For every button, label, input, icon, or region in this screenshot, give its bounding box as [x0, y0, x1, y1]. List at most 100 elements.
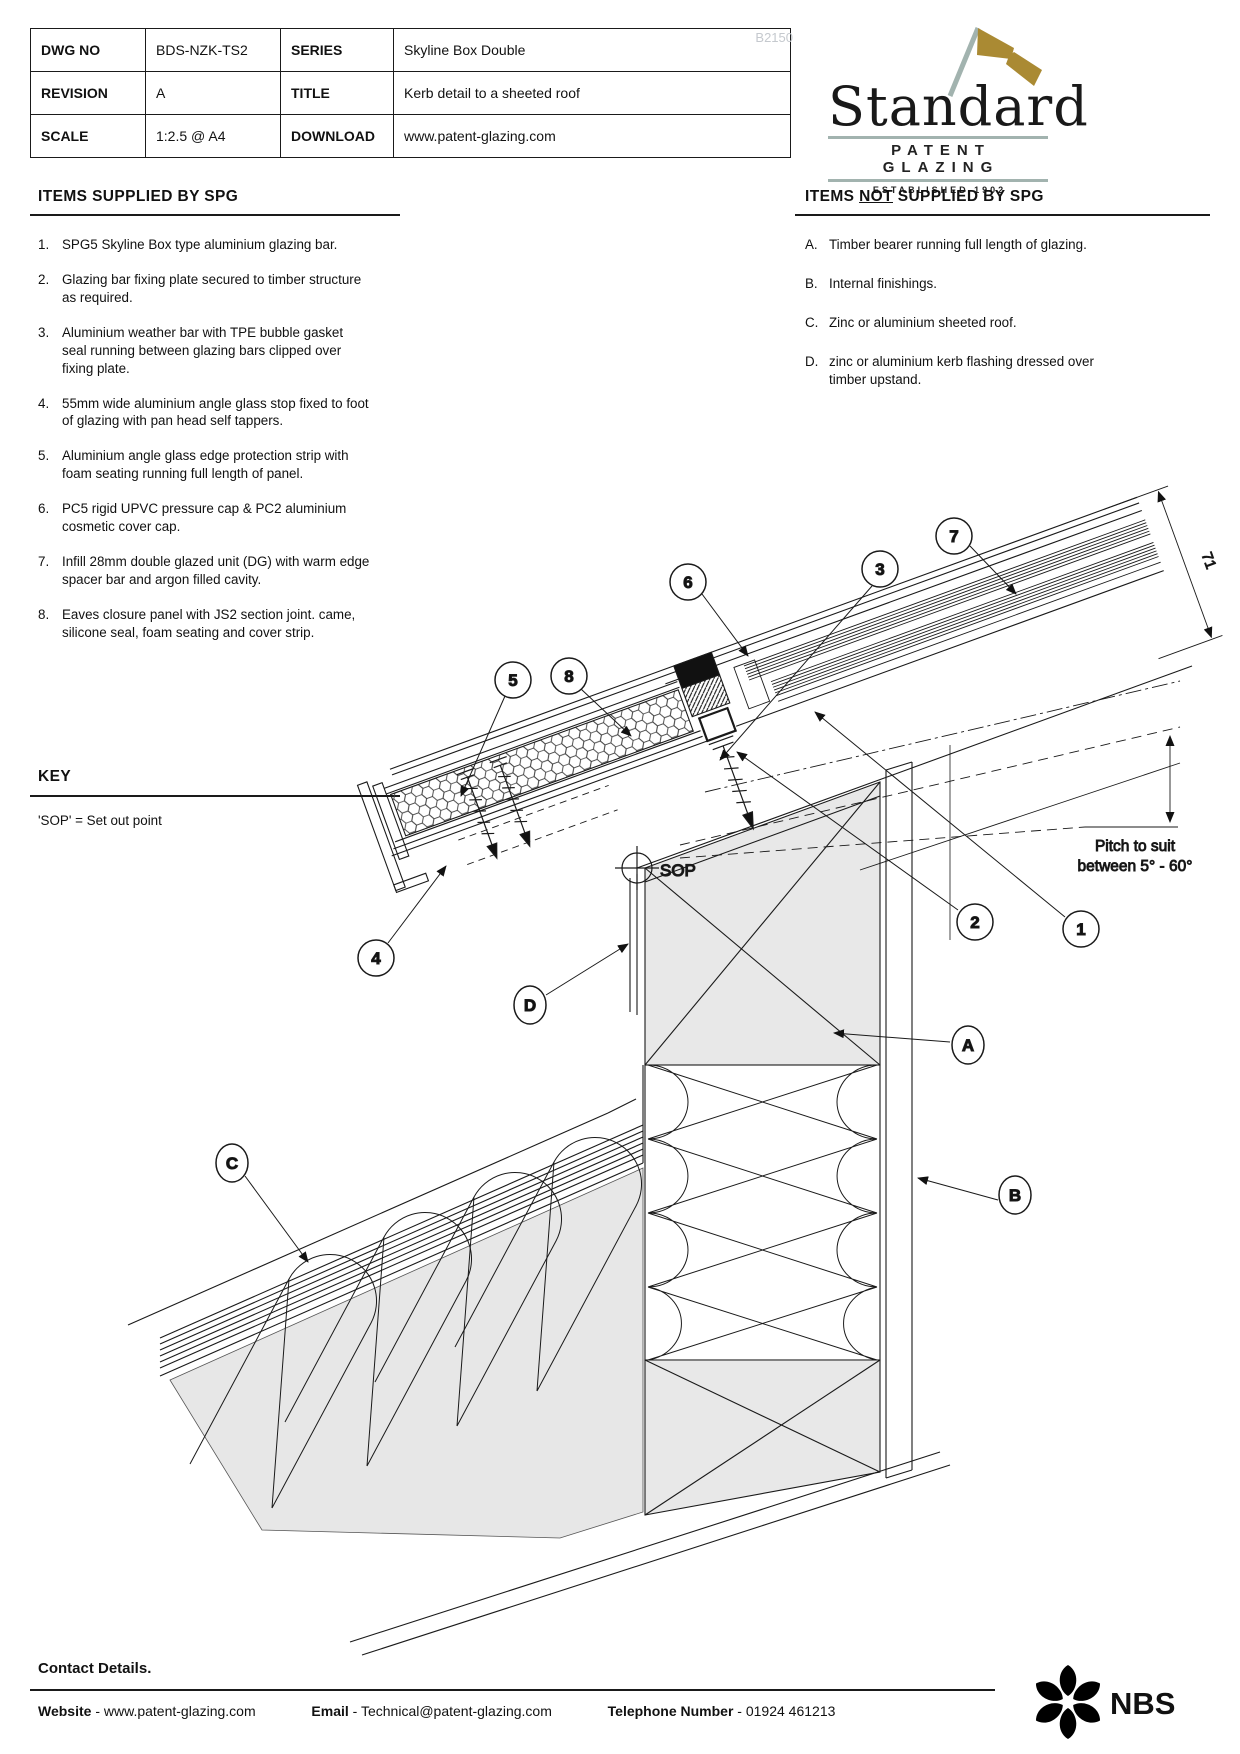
- revision-label: REVISION: [30, 71, 146, 115]
- svg-text:8: 8: [564, 667, 573, 686]
- pitch-centerline: [704, 680, 1181, 793]
- svg-text:A: A: [962, 1036, 974, 1055]
- internal-finish-board: [349, 761, 951, 1656]
- balloon-3: 3: [719, 550, 899, 761]
- scale-value: 1:2.5 @ A4: [145, 114, 281, 158]
- footer-rule: [30, 1689, 995, 1691]
- sheet-watermark: B2150: [755, 30, 793, 45]
- svg-text:4: 4: [371, 949, 381, 968]
- items-not-supplied-title: ITEMS NOT SUPPLIED BY SPG: [805, 188, 1044, 205]
- footer-contact-row: Website - www.patent-glazing.com Email -…: [38, 1703, 836, 1719]
- dimension-71: 71: [1103, 485, 1223, 660]
- website-label: Website: [38, 1703, 92, 1719]
- title-label: TITLE: [280, 71, 394, 115]
- nbs-logo: NBS: [1028, 1660, 1218, 1744]
- list-item: A.Timber bearer running full length of g…: [805, 236, 1087, 252]
- batt-pattern: [647, 1064, 878, 1361]
- timber-kerb: [349, 761, 951, 1656]
- svg-text:6: 6: [683, 573, 692, 592]
- email-link[interactable]: Technical@patent-glazing.com: [360, 1703, 552, 1719]
- sop-label: SOP: [660, 861, 696, 880]
- flag-pole: [947, 27, 981, 97]
- balloon-8: 8: [550, 657, 632, 737]
- pitch-annotation: Pitch to suit between 5° - 60°: [636, 665, 1193, 940]
- balloon-4: 4: [357, 865, 447, 977]
- balloon-5: 5: [460, 661, 532, 797]
- title-value: Kerb detail to a sheeted roof: [393, 71, 791, 115]
- sop-marker: SOP: [615, 846, 697, 890]
- svg-text:7: 7: [949, 527, 958, 546]
- glass-stop-angle: [356, 781, 406, 892]
- logo-wordmark: Standard: [828, 75, 1089, 138]
- insulation-roll-loops: [189, 1136, 643, 1509]
- nbs-flower-icon: [1035, 1665, 1101, 1739]
- kerb-insulation-batt: [644, 1064, 881, 1361]
- svg-text:3: 3: [875, 560, 884, 579]
- nbs-wordmark: NBS: [1110, 1686, 1175, 1721]
- fixing-plate: [697, 706, 738, 743]
- list-item: 2.Glazing bar fixing plate secured to ti…: [38, 271, 362, 305]
- dimension-71-text: 71: [1198, 550, 1220, 571]
- list-item: 3.Aluminium weather bar with TPE bubble …: [38, 324, 344, 376]
- list-item: D.zinc or aluminium kerb flashing dresse…: [805, 353, 1094, 387]
- revision-value: A: [145, 71, 281, 115]
- sheeted-roof: [127, 1065, 644, 1539]
- flag-lower: [1006, 52, 1042, 86]
- key-entry: 'SOP' = Set out point: [38, 812, 162, 828]
- list-item: C.Zinc or aluminium sheeted roof.: [805, 314, 1017, 330]
- scale-label: SCALE: [30, 114, 146, 158]
- svg-text:C: C: [226, 1154, 238, 1173]
- list-item: 6.PC5 rigid UPVC pressure cap & PC2 alum…: [38, 501, 347, 535]
- key-title: KEY: [38, 768, 72, 785]
- list-item: 8.Eaves closure panel with JS2 section j…: [38, 607, 356, 641]
- spg-flag-icon: [947, 27, 1042, 97]
- title-block-table: DWG NO BDS-NZK-TS2 SERIES Skyline Box Do…: [30, 28, 791, 158]
- warm-edge-spacer: [733, 659, 771, 710]
- svg-text:B: B: [1009, 1186, 1021, 1205]
- balloon-1: 1: [814, 711, 1100, 948]
- balloon-D: D: [513, 943, 629, 1025]
- phone-number: 01924 461213: [745, 1703, 836, 1719]
- email-label: Email: [311, 1703, 349, 1719]
- glazing-assembly: 71: [356, 485, 1223, 894]
- roof-flashing-line: [127, 1112, 609, 1326]
- items-supplied-section: ITEMS SUPPLIED BY SPG 1.SPG5 Skyline Box…: [30, 188, 400, 659]
- svg-text:D: D: [524, 996, 536, 1015]
- cover-cap: [389, 496, 1138, 770]
- logo-subtitle: PATENT GLAZING: [882, 142, 1000, 176]
- phone-label: Telephone Number: [607, 1703, 734, 1719]
- double-glazed-unit: [733, 519, 1161, 710]
- pitch-text-line1: Pitch to suit: [1095, 838, 1176, 855]
- pitch-text-line2: between 5° - 60°: [1078, 858, 1193, 875]
- eaves-closure-panel: [356, 681, 710, 894]
- callout-balloons: 1 2 3 4 5 6 7: [215, 517, 1100, 1263]
- items-not-supplied-list: A.Timber bearer running full length of g…: [805, 236, 1215, 389]
- contact-details-heading: Contact Details.: [38, 1660, 152, 1677]
- balloon-2: 2: [736, 751, 994, 941]
- balloon-6: 6: [669, 563, 749, 657]
- list-item: B.Internal finishings.: [805, 275, 937, 291]
- download-label: DOWNLOAD: [280, 114, 394, 158]
- svg-text:5: 5: [508, 671, 517, 690]
- roof-insulation-zone: [169, 1167, 644, 1539]
- spg-logo: Standard PATENT GLAZING ESTABLISHED 1902: [828, 22, 1089, 195]
- key-section: KEY 'SOP' = Set out point: [30, 768, 400, 828]
- svg-text:1: 1: [1076, 920, 1085, 939]
- svg-text:2: 2: [970, 913, 979, 932]
- series-value: Skyline Box Double: [393, 28, 791, 72]
- balloon-7: 7: [935, 517, 1017, 595]
- items-supplied-list: 1.SPG5 Skyline Box type aluminium glazin…: [38, 236, 370, 642]
- weather-bar-hatch: [681, 674, 731, 718]
- website-link[interactable]: www.patent-glazing.com: [103, 1703, 256, 1719]
- balloon-A: A: [833, 1025, 985, 1065]
- download-url[interactable]: www.patent-glazing.com: [393, 114, 791, 158]
- list-item: 7.Infill 28mm double glazed unit (DG) wi…: [38, 554, 370, 588]
- dwg-no-label: DWG NO: [30, 28, 146, 72]
- glass-edge-protection-strip: [372, 782, 410, 861]
- flag-upper: [977, 28, 1014, 59]
- balloon-B: B: [917, 1175, 1032, 1215]
- balloon-C: C: [215, 1143, 309, 1263]
- list-item: 4.55mm wide aluminium angle glass stop f…: [38, 395, 369, 429]
- list-item: 5.Aluminium angle glass edge protection …: [38, 448, 349, 482]
